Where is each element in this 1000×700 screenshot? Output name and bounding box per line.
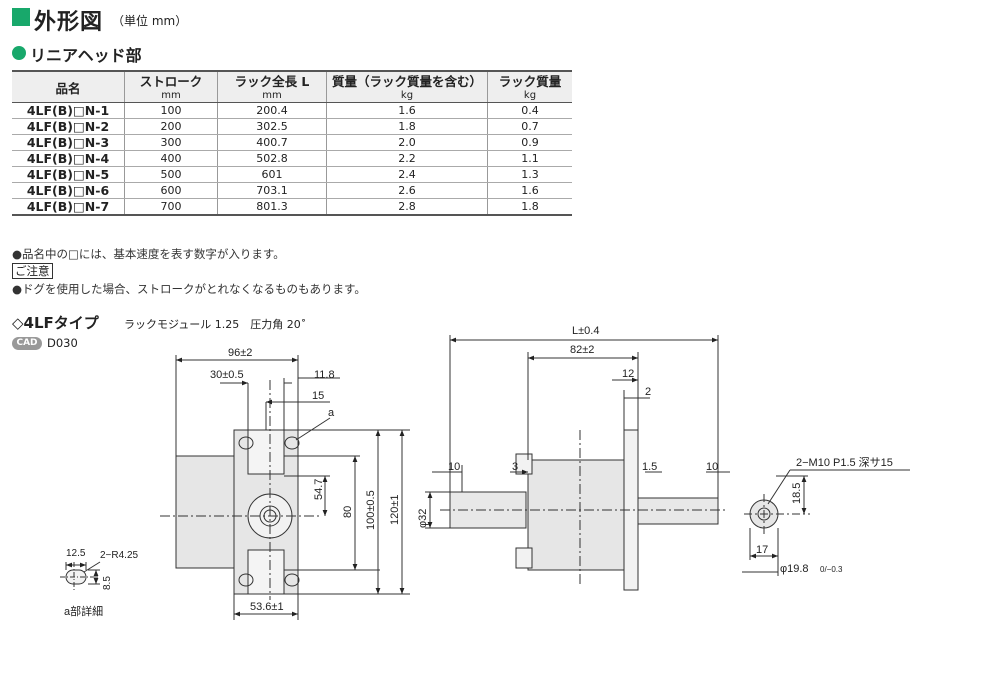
dim-15: 15 [312, 390, 324, 402]
cell-model: 4LF(B)□N-6 [12, 182, 125, 199]
cell: 502.8 [217, 150, 327, 167]
cell-model: 4LF(B)□N-3 [12, 134, 125, 151]
end-view-labels: 2−M10 P1.5 深サ15 18.5 17 φ19.8 0/−0.3 [756, 456, 893, 575]
front-view [160, 355, 410, 620]
dim-53-6: 53.6±1 [250, 601, 284, 613]
dim-12: 12 [622, 368, 634, 380]
dim-12-5: 12.5 [66, 548, 86, 559]
cell: 801.3 [217, 198, 327, 216]
end-view [742, 469, 910, 576]
cell-model: 4LF(B)□N-5 [12, 166, 125, 183]
cell: 601 [217, 166, 327, 183]
cell: 1.8 [326, 118, 488, 135]
dim-10-right: 10 [706, 461, 718, 473]
type-subtitle: ラックモジュール 1.25 圧力角 20˚ [124, 318, 307, 331]
side-view [425, 335, 730, 591]
dim-8-5: 8.5 [102, 576, 113, 590]
cell: 2.8 [326, 198, 488, 216]
detail-a-label: a部詳細 [64, 604, 103, 618]
label-a: a [328, 407, 335, 419]
cell: 600 [124, 182, 218, 199]
col-header-model: 品名 [12, 70, 125, 103]
dim-100: 100±0.5 [365, 490, 377, 530]
cell-model: 4LF(B)□N-7 [12, 198, 125, 216]
cell: 1.3 [487, 166, 572, 183]
cell: 302.5 [217, 118, 327, 135]
cell: 0.7 [487, 118, 572, 135]
cell: 1.6 [326, 102, 488, 119]
cell: 300 [124, 134, 218, 151]
dim-r4-25: 2−R4.25 [100, 550, 139, 561]
unit-label: （単位 mm） [112, 14, 188, 28]
cell-model: 4LF(B)□N-2 [12, 118, 125, 135]
cell: 0.4 [487, 102, 572, 119]
caution-label: ご注意 [12, 263, 53, 279]
cell: 2.6 [326, 182, 488, 199]
cell: 100 [124, 102, 218, 119]
dim-phi19-8: φ19.8 [780, 563, 809, 575]
section-title: リニアヘッド部 [30, 46, 142, 65]
dim-82: 82±2 [570, 344, 594, 356]
dim-10-left: 10 [448, 461, 460, 473]
side-view-labels: L±0.4 82±2 12 2 10 3 1.5 10 φ32 [417, 325, 718, 528]
dim-1-5: 1.5 [642, 461, 657, 473]
detail-a-view [60, 561, 101, 590]
cell: 1.1 [487, 150, 572, 167]
cell: 1.6 [487, 182, 572, 199]
cell: 2.0 [326, 134, 488, 151]
cad-badge: CAD [12, 337, 42, 350]
cell: 700 [124, 198, 218, 216]
dim-54-7: 54.7 [313, 479, 325, 500]
cell: 200 [124, 118, 218, 135]
note-dog: ●ドグを使用した場合、ストロークがとれなくなるものもあります。 [12, 282, 366, 296]
dim-phi32: φ32 [417, 509, 429, 528]
dim-80: 80 [342, 506, 354, 518]
note-model-code: ●品名中の□には、基本速度を表す数字が入ります。 [12, 247, 285, 261]
dim-96: 96±2 [228, 347, 252, 359]
page-title: 外形図 [34, 10, 104, 35]
section-marker [12, 46, 26, 60]
dim-11-8: 11.8 [314, 369, 335, 381]
dim-2: 2 [645, 386, 651, 398]
cell-model: 4LF(B)□N-4 [12, 150, 125, 167]
front-view-labels: 96±2 30±0.5 11.8 15 a 54.7 80 100±0.5 12… [210, 347, 401, 613]
cell: 500 [124, 166, 218, 183]
heading-marker [12, 8, 30, 26]
cad-code: D030 [47, 336, 78, 350]
cell-model: 4LF(B)□N-1 [12, 102, 125, 119]
cell: 1.8 [487, 198, 572, 216]
dim-120: 120±1 [389, 494, 401, 525]
tol-phi19-8: 0/−0.3 [820, 565, 843, 574]
dim-3: 3 [512, 461, 518, 473]
cell: 703.1 [217, 182, 327, 199]
cell: 0.9 [487, 134, 572, 151]
cell: 2.2 [326, 150, 488, 167]
cell: 400 [124, 150, 218, 167]
dim-30: 30±0.5 [210, 369, 244, 381]
cell: 400.7 [217, 134, 327, 151]
thread-spec: 2−M10 P1.5 深サ15 [796, 456, 893, 469]
detail-a-labels: 12.5 2−R4.25 8.5 a部詳細 [64, 548, 139, 618]
col-header-mass: 質量（ラック質量を含む）kg [326, 70, 488, 103]
dim-L: L±0.4 [572, 325, 599, 337]
dim-17: 17 [756, 544, 768, 556]
dim-18-5: 18.5 [791, 483, 803, 504]
cell: 2.4 [326, 166, 488, 183]
cell: 200.4 [217, 102, 327, 119]
type-title: ◇4LFタイプ [12, 314, 99, 332]
